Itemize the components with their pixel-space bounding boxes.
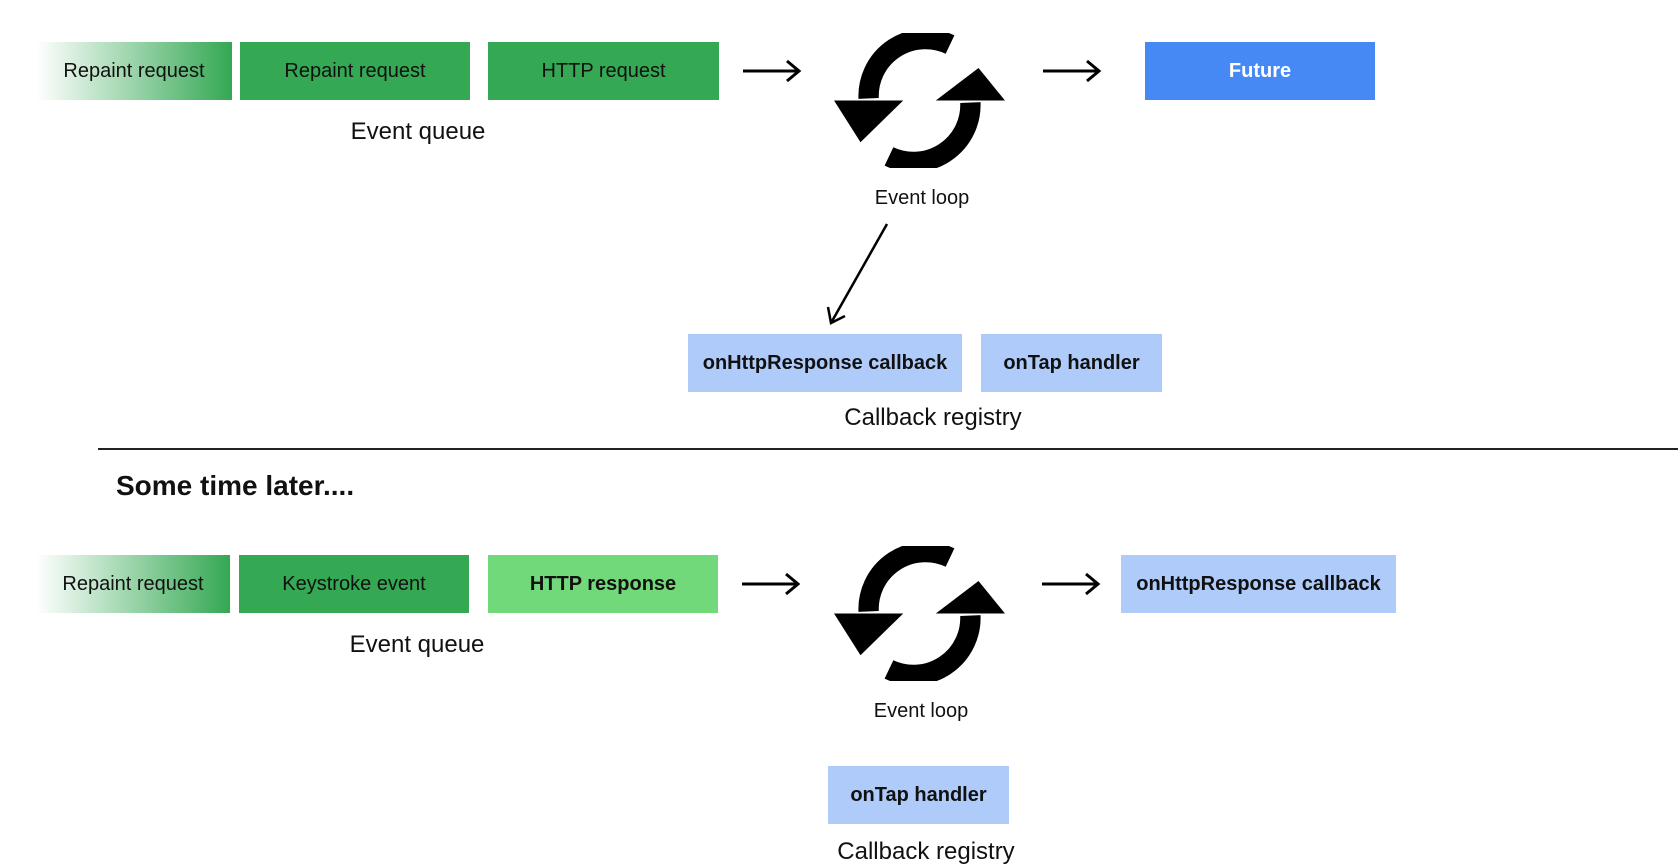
event-queue-label: Event queue xyxy=(350,118,486,145)
event-loop-label: Event loop xyxy=(873,700,969,722)
right-arrow-icon xyxy=(743,59,801,83)
callback-registry-item-label: onTap handler xyxy=(850,783,987,806)
section-heading: Some time later.... xyxy=(116,470,355,501)
callback-registry-item-label: onHttpResponse callback xyxy=(702,351,948,374)
event-loop-label: Event loop xyxy=(874,187,970,209)
callback-registry-item-label: onTap handler xyxy=(1003,351,1140,374)
event-queue-item: HTTP request xyxy=(488,42,719,100)
event-queue-item-label: Keystroke event xyxy=(282,572,426,595)
event-queue-item-label: Repaint request xyxy=(284,59,426,82)
future-box: Future xyxy=(1145,42,1375,100)
event-loop-cycle-icon xyxy=(832,33,1007,168)
output-callback-label: onHttpResponse callback xyxy=(1136,572,1381,595)
event-loop-cycle-icon xyxy=(832,546,1007,681)
down-left-arrow-icon xyxy=(826,223,889,325)
event-queue-item: Repaint request xyxy=(36,42,232,100)
section-divider xyxy=(98,448,1678,450)
callback-registry-label: Callback registry xyxy=(844,404,1022,431)
event-queue-item: Repaint request xyxy=(36,555,230,613)
event-queue-item-label: HTTP response xyxy=(529,572,677,595)
output-callback-box: onHttpResponse callback xyxy=(1121,555,1396,613)
event-queue-item: Repaint request xyxy=(240,42,470,100)
callback-registry-label: Callback registry xyxy=(837,838,1015,865)
event-queue-item-label: Repaint request xyxy=(63,59,205,82)
future-label: Future xyxy=(1228,59,1292,82)
right-arrow-icon xyxy=(1042,572,1100,596)
event-queue-item: Keystroke event xyxy=(239,555,469,613)
event-queue-item-label: Repaint request xyxy=(62,572,204,595)
right-arrow-icon xyxy=(742,572,800,596)
callback-registry-item: onHttpResponse callback xyxy=(688,334,962,392)
event-queue-label: Event queue xyxy=(349,631,485,658)
event-queue-item-label: HTTP request xyxy=(541,59,666,82)
right-arrow-icon xyxy=(1043,59,1101,83)
callback-registry-item: onTap handler xyxy=(828,766,1009,824)
event-queue-item: HTTP response xyxy=(488,555,718,613)
callback-registry-item: onTap handler xyxy=(981,334,1162,392)
